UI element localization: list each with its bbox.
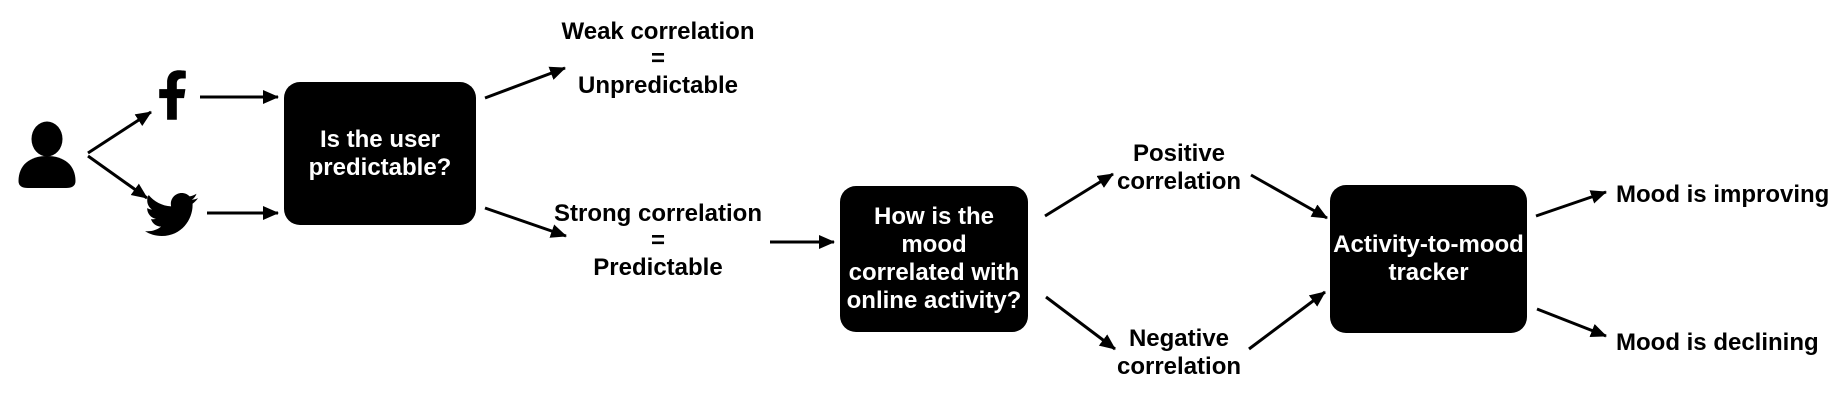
edge-node3-to-improving — [1535, 190, 1607, 218]
facebook-icon — [157, 70, 188, 120]
edge-node3-to-declining — [1536, 307, 1607, 338]
label-strong-correlation-predictable: Strong correlation = Predictable — [553, 200, 763, 281]
edge-person-to-facebook — [87, 110, 152, 155]
person-icon — [18, 121, 78, 189]
label-mood-is-declining: Mood is declining — [1616, 329, 1819, 356]
edge-person-to-twitter — [87, 154, 148, 200]
node-mood-correlation-question-label: How is the mood correlated with online a… — [846, 203, 1022, 314]
node-is-user-predictable-label: Is the user predictable? — [308, 125, 452, 181]
label-mood-is-improving: Mood is improving — [1616, 181, 1830, 208]
node-activity-to-mood-tracker: Activity-to-mood tracker — [1330, 185, 1527, 333]
label-weak-correlation-unpredictable: Weak correlation = Unpredictable — [561, 18, 755, 99]
label-negative-correlation: Negative correlation — [1116, 325, 1242, 380]
node-is-user-predictable: Is the user predictable? — [284, 82, 476, 225]
twitter-icon — [145, 188, 198, 241]
node-activity-to-mood-tracker-label: Activity-to-mood tracker — [1333, 231, 1524, 286]
label-positive-correlation: Positive correlation — [1116, 140, 1242, 195]
node-mood-correlation-question: How is the mood correlated with online a… — [840, 186, 1028, 332]
